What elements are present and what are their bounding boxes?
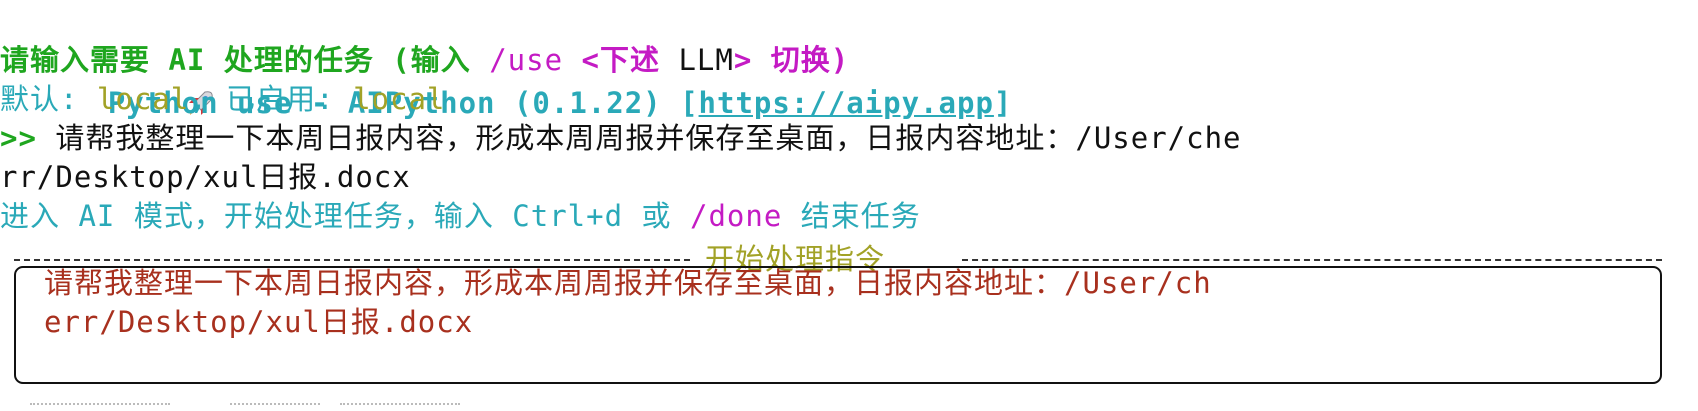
instruction-panel bbox=[14, 266, 1662, 384]
user-input-line-1[interactable]: >> 请帮我整理一下本周日报内容，形成本周周报并保存至桌面，日报内容地址：/Us… bbox=[0, 117, 1242, 159]
panel-title-rule-left bbox=[14, 259, 690, 261]
default-llm-line: 默认: local, 已启用: local bbox=[0, 78, 445, 120]
done-command: /done bbox=[689, 199, 783, 233]
app-url-link[interactable]: https://aipy.app bbox=[698, 86, 994, 120]
rocket-icon bbox=[74, 42, 213, 168]
user-input-text-2: rr/Desktop/xul日报.docx bbox=[0, 160, 411, 194]
user-input-line-2[interactable]: rr/Desktop/xul日报.docx bbox=[0, 156, 411, 198]
panel-title-rule-right bbox=[962, 259, 1662, 261]
ai-mode-line: 进入 AI 模式，开始处理任务，输入 Ctrl+d 或 /done 结束任务 bbox=[0, 195, 921, 237]
task-prompt-line: 请输入需要 AI 处理的任务 (输入 /use <下述 LLM> 切换) bbox=[0, 39, 849, 81]
enabled-label: , 已启用: bbox=[189, 82, 354, 116]
clipped-next-line bbox=[0, 395, 1698, 411]
user-input-text-1: 请帮我整理一下本周日报内容，形成本周周报并保存至桌面，日报内容地址：/User/… bbox=[36, 121, 1242, 155]
enabled-llm-value: local bbox=[353, 82, 446, 116]
input-prompt-symbol: >> bbox=[0, 121, 37, 155]
use-command: /use bbox=[489, 43, 564, 77]
instruction-text-1: 请帮我整理一下本周日报内容，形成本周周报并保存至桌面，日报内容地址：/User/… bbox=[44, 266, 1212, 300]
app-title: Python use - AIPython (0.1.22) [ bbox=[107, 86, 699, 120]
ai-mode-text-end: 结束任务 bbox=[782, 199, 921, 233]
default-label: 默认: bbox=[0, 82, 97, 116]
instruction-text-2: err/Desktop/xul日报.docx bbox=[44, 305, 474, 339]
use-arg-llm: LLM bbox=[678, 43, 734, 77]
ai-mode-text: 进入 AI 模式，开始处理任务，输入 Ctrl+d 或 bbox=[0, 199, 690, 233]
use-arg-close: > 切换) bbox=[733, 43, 850, 77]
default-llm-value: local bbox=[96, 82, 190, 116]
header-line: Python use - AIPython (0.1.22) [https://… bbox=[0, 0, 1012, 120]
app-title-bracket: ] bbox=[993, 86, 1013, 120]
use-arg-open: <下述 bbox=[563, 43, 679, 77]
task-prompt-text: 请输入需要 AI 处理的任务 (输入 bbox=[0, 43, 490, 77]
instruction-panel-title: 开始处理指令 bbox=[705, 242, 886, 276]
